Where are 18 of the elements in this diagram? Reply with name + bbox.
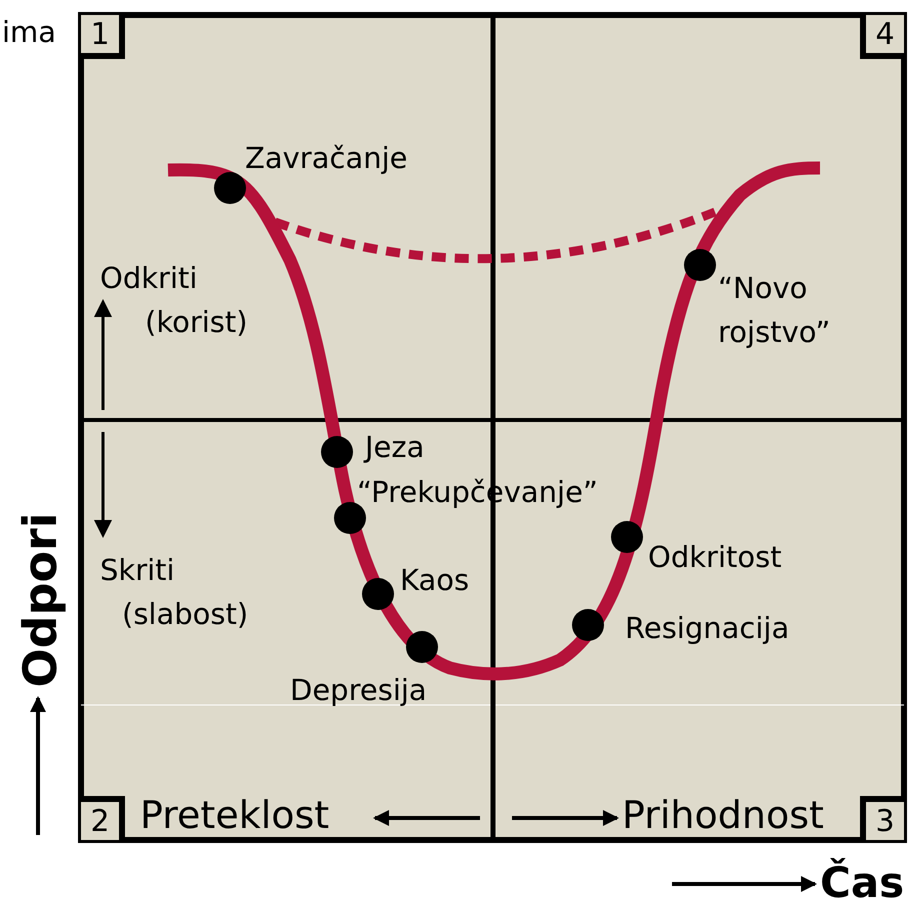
axis-label: Prihodnost xyxy=(622,792,824,839)
axis-title: Odpori xyxy=(12,512,68,690)
axis-label: ima xyxy=(2,14,56,51)
stage-label: Resignacija xyxy=(625,610,790,647)
stage-label: Kaos xyxy=(400,562,470,599)
stage-label: Depresija xyxy=(290,672,427,709)
region-label: Odkriti (korist) xyxy=(100,260,249,341)
quadrant-number: 4 xyxy=(860,15,904,59)
quadrant-number: 1 xyxy=(81,15,125,59)
quadrant-number: 3 xyxy=(860,796,904,840)
quadrant-number: 2 xyxy=(81,796,125,840)
region-label: Skriti (slabost) xyxy=(100,552,250,633)
stage-label: Odkritost xyxy=(648,539,782,576)
stage-label: “Novo rojstvo” xyxy=(718,270,832,351)
stage-label: Jeza xyxy=(365,429,424,466)
axis-title: Čas xyxy=(820,858,904,907)
stage-label: Zavračanje xyxy=(245,140,408,177)
axis-label: Preteklost xyxy=(140,792,330,839)
